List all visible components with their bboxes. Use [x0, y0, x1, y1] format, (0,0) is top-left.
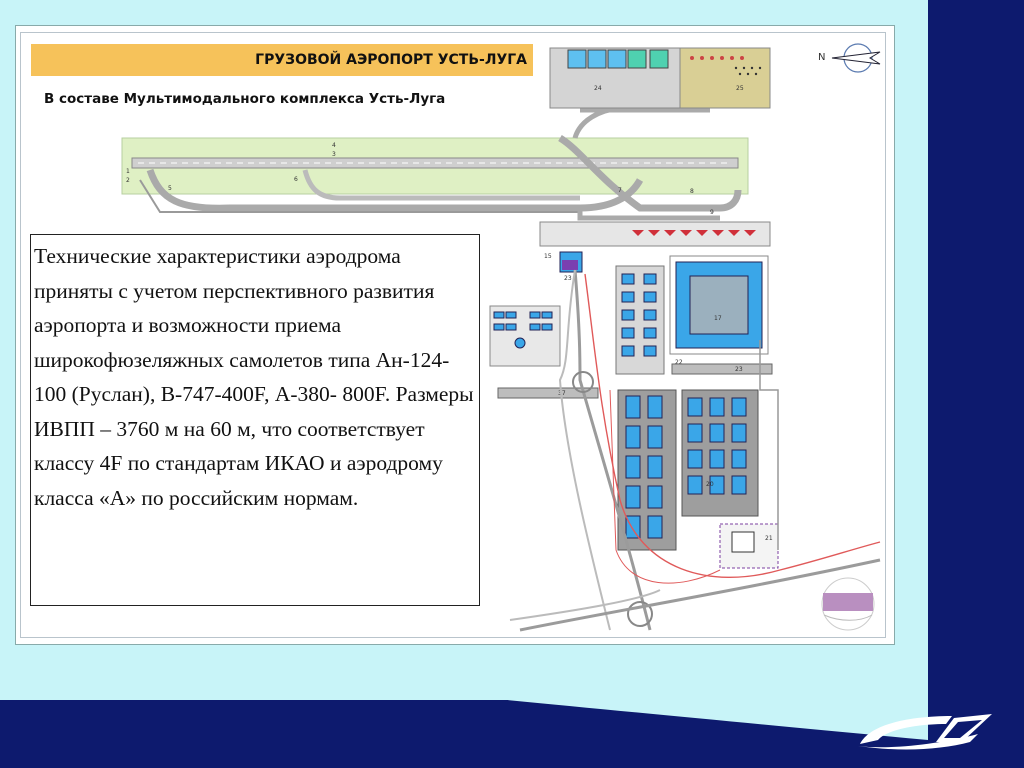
slide-title: ГРУЗОВОЙ АЭРОПОРТ УСТЬ-ЛУГА [255, 52, 527, 68]
airline-logo-icon [858, 714, 992, 750]
compass-north-label: N [818, 52, 825, 63]
svg-text:15: 15 [544, 253, 552, 260]
description-text: Технические характеристики аэродрома при… [34, 244, 474, 510]
svg-text:3: 3 [332, 151, 336, 158]
svg-text:6: 6 [294, 176, 298, 183]
svg-text:9: 9 [710, 209, 714, 216]
airport-layout-map: 4 3 5 6 7 8 9 10 11 12 13 1 2 24 25 N 17… [121, 43, 881, 632]
title-band [31, 44, 533, 76]
slide-subtitle: В составе Мультимодального комплекса Уст… [44, 91, 446, 107]
svg-text:21: 21 [765, 535, 773, 542]
svg-text:4: 4 [332, 142, 336, 149]
svg-text:7: 7 [618, 187, 622, 194]
svg-text:24: 24 [594, 85, 602, 92]
svg-text:20: 20 [706, 481, 714, 488]
svg-text:23: 23 [564, 275, 572, 282]
svg-text:23: 23 [735, 366, 743, 373]
svg-text:25: 25 [736, 85, 744, 92]
svg-text:1: 1 [126, 168, 130, 175]
airport-plan-border [20, 32, 886, 638]
svg-text:8: 8 [690, 188, 694, 195]
description-text-box: Технические характеристики аэродрома при… [30, 234, 480, 606]
svg-text:17: 17 [714, 315, 722, 322]
svg-text:22: 22 [675, 359, 683, 366]
svg-text:5: 5 [168, 185, 172, 192]
svg-text:2: 2 [126, 177, 130, 184]
